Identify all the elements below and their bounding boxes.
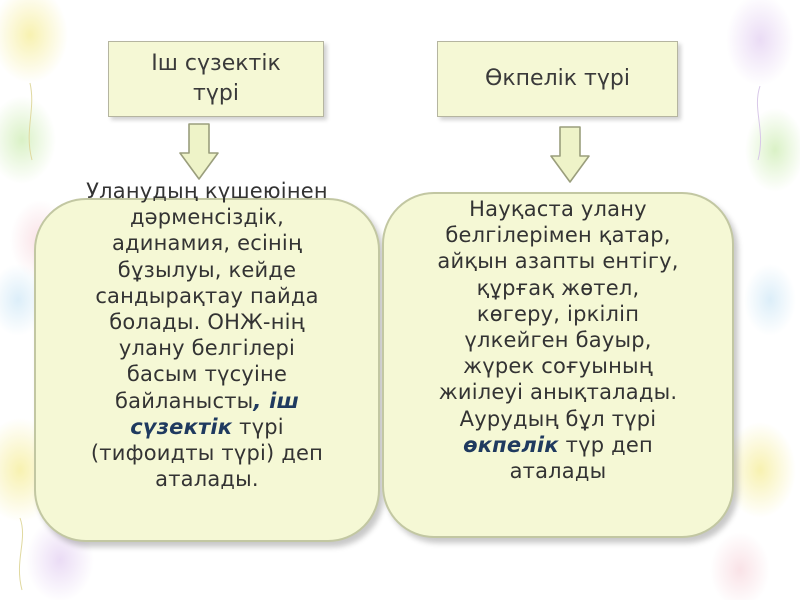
description-line: дәрменсіздік, xyxy=(129,205,285,230)
description-line: Аурудың бұл түрі xyxy=(459,406,657,431)
description-line: аталады. xyxy=(155,467,259,492)
description-line: құрғақ жөтел, xyxy=(476,275,640,300)
pulmonary-form-description: Науқаста улану белгілерімен қатар, айқын… xyxy=(400,196,716,484)
description-line: (тифоидты түрі) деп xyxy=(90,441,324,466)
description-line: белгілерімен қатар, xyxy=(445,223,671,248)
description-line: аталады xyxy=(509,459,607,484)
left-content-box xyxy=(34,198,380,542)
emphasis-text: өкпелік xyxy=(463,432,559,457)
description-line: басым түсуіне xyxy=(126,362,288,387)
description-line: бұзылуы, кейде xyxy=(117,257,297,282)
description-line: Науқаста улану xyxy=(469,197,647,221)
description-line: түрі xyxy=(232,414,284,439)
typhoid-form-title-box: Іш сүзектік түрі xyxy=(108,41,324,117)
typhoid-form-description: Уланудың күшеюінен дәрменсіздік, адинами… xyxy=(48,178,366,492)
description-line: болады. ОНЖ-нің xyxy=(109,310,305,335)
description-line: үлкейген бауыр, xyxy=(464,328,652,353)
pulmonary-form-title: Өкпелік түрі xyxy=(485,66,630,91)
description-line: көгеру, іркіліп xyxy=(476,301,640,326)
description-line: байланысты xyxy=(114,388,254,413)
description-line: Уланудың күшеюінен xyxy=(86,179,328,203)
down-arrow-icon xyxy=(550,126,590,183)
description-line: улану белгілері xyxy=(118,336,296,361)
emphasis-text: сүзектік xyxy=(130,414,233,439)
description-line: сандырақтау пайда xyxy=(95,283,319,308)
typhoid-form-title: Іш сүзектік түрі xyxy=(151,51,281,106)
description-line: жиілеуі анықталады. xyxy=(438,380,678,405)
description-line: түр деп xyxy=(558,432,653,457)
description-line: адинамия, есінің xyxy=(111,231,303,256)
description-line: жүрек соғуының xyxy=(463,354,653,379)
description-line: айқын азапты ентігу, xyxy=(437,249,679,274)
right-content-box xyxy=(382,192,734,538)
pulmonary-form-title-box: Өкпелік түрі xyxy=(437,41,678,117)
emphasis-text: , іш xyxy=(253,388,300,413)
down-arrow-icon xyxy=(179,123,219,180)
